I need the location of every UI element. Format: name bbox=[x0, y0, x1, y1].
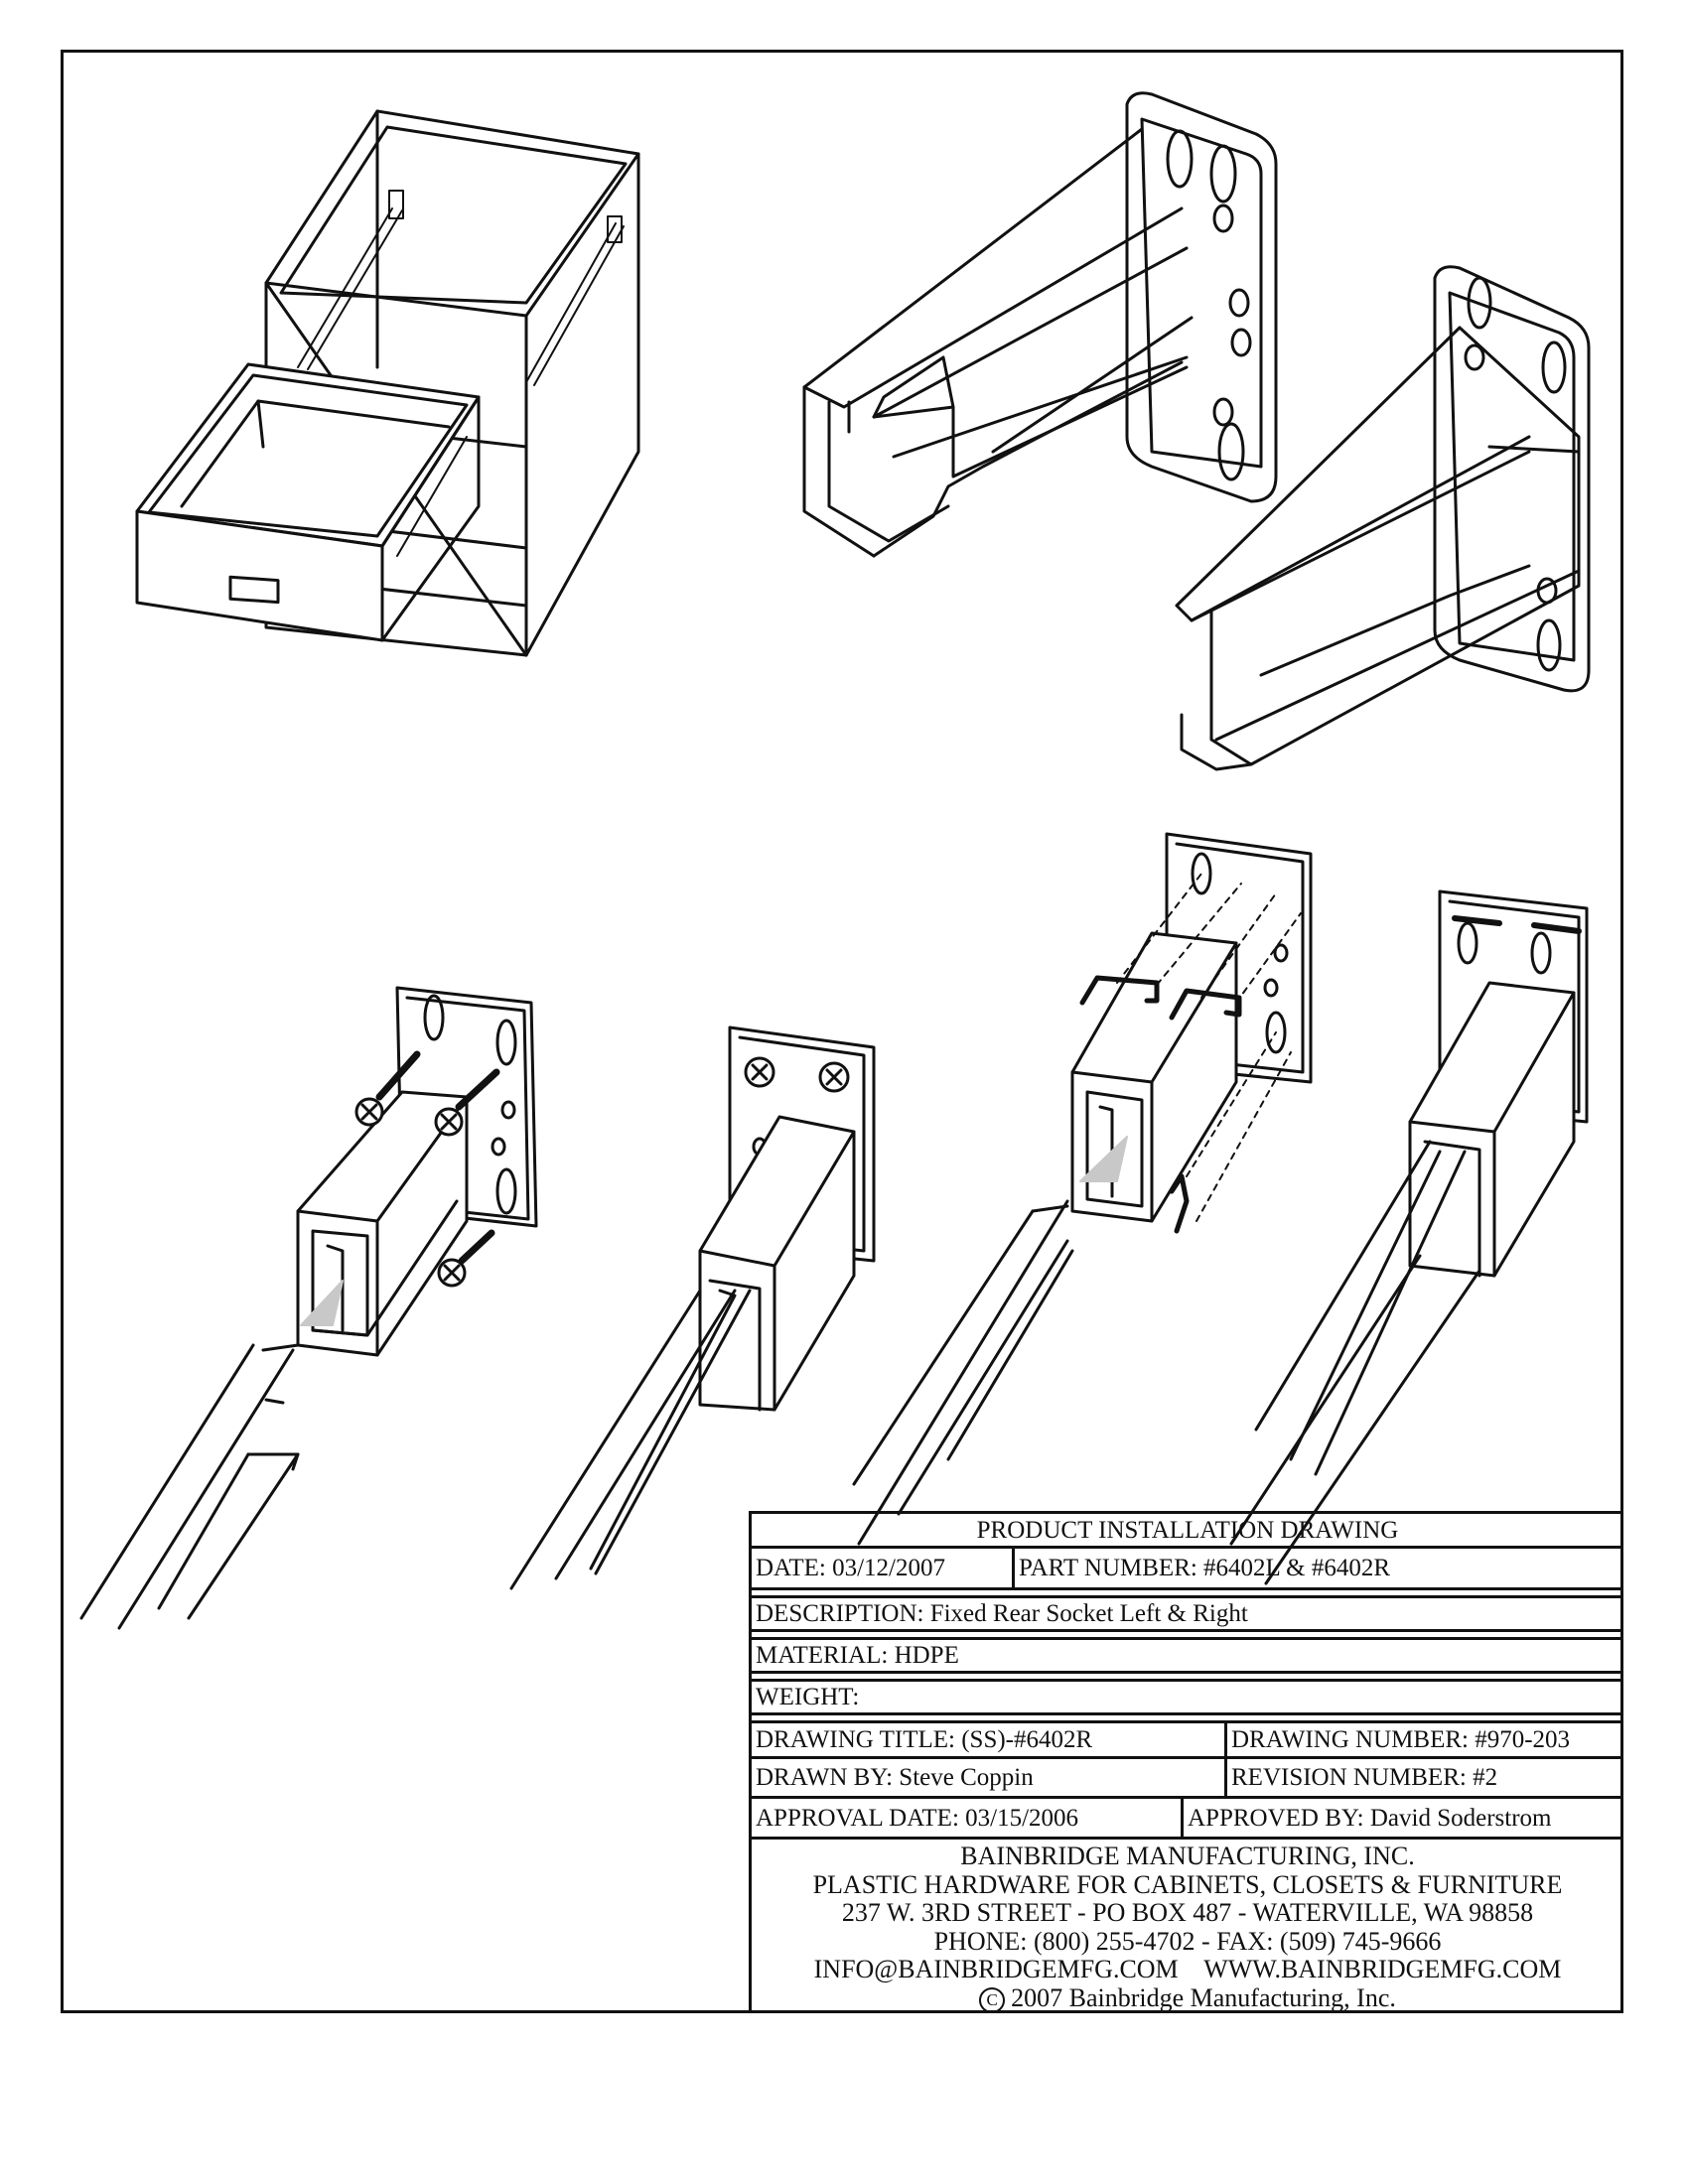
drawing-number-field: DRAWING NUMBER: #970-203 bbox=[1224, 1723, 1623, 1756]
title-block-row-date: DATE: 03/12/2007 PART NUMBER: #6402L & #… bbox=[752, 1549, 1623, 1590]
drawing-border bbox=[61, 50, 1623, 2013]
drawn-by-field: DRAWN BY: Steve Coppin bbox=[756, 1764, 1034, 1791]
company-contact: INFO@BAINBRIDGEMFG.COM WWW.BAINBRIDGEMFG… bbox=[813, 1955, 1562, 1983]
weight-field: WEIGHT: bbox=[756, 1684, 860, 1710]
description-field: DESCRIPTION: Fixed Rear Socket Left & Ri… bbox=[756, 1600, 1248, 1627]
rear-socket-right-isometric bbox=[1175, 265, 1591, 771]
approval-date-field: APPROVAL DATE: 03/15/2006 bbox=[756, 1804, 1079, 1832]
copyright-icon: C bbox=[979, 1986, 1006, 2013]
install-step-clip-insert bbox=[852, 832, 1313, 1546]
title-block-heading-row: PRODUCT INSTALLATION DRAWING bbox=[752, 1514, 1623, 1549]
title-block-row-drawing: DRAWING TITLE: (SS)-#6402R DRAWING NUMBE… bbox=[752, 1723, 1623, 1759]
title-block: PRODUCT INSTALLATION DRAWING DATE: 03/12… bbox=[749, 1511, 1623, 2013]
title-block-row-description: DESCRIPTION: Fixed Rear Socket Left & Ri… bbox=[752, 1598, 1623, 1632]
company-copyright: 2007 Bainbridge Manufacturing, Inc. bbox=[1011, 1982, 1396, 2012]
approved-by-field: APPROVED BY: David Soderstrom bbox=[1181, 1799, 1623, 1837]
company-phone: PHONE: (800) 255-4702 - FAX: (509) 745-9… bbox=[933, 1926, 1442, 1956]
install-step-screws bbox=[79, 986, 538, 1630]
company-info: BAINBRIDGE MANUFACTURING, INC. PLASTIC H… bbox=[752, 1840, 1623, 2013]
drawing-heading: PRODUCT INSTALLATION DRAWING bbox=[976, 1516, 1399, 1544]
company-tagline: PLASTIC HARDWARE FOR CABINETS, CLOSETS &… bbox=[812, 1869, 1563, 1899]
install-step-mounted bbox=[509, 1025, 876, 1590]
company-name: BAINBRIDGE MANUFACTURING, INC. bbox=[960, 1842, 1415, 1870]
rear-socket-left-isometric bbox=[802, 91, 1278, 558]
install-step-final bbox=[1229, 889, 1589, 1585]
company-address: 237 W. 3RD STREET - PO BOX 487 - WATERVI… bbox=[841, 1898, 1534, 1927]
drawing-title-field: DRAWING TITLE: (SS)-#6402R bbox=[756, 1726, 1093, 1753]
title-block-row-weight: WEIGHT: bbox=[752, 1682, 1623, 1715]
date-field: DATE: 03/12/2007 bbox=[756, 1555, 945, 1581]
material-field: MATERIAL: HDPE bbox=[756, 1642, 959, 1669]
title-block-row-approval: APPROVAL DATE: 03/15/2006 APPROVED BY: D… bbox=[752, 1799, 1623, 1840]
cabinet-drawer-illustration bbox=[135, 109, 640, 657]
title-block-row-material: MATERIAL: HDPE bbox=[752, 1640, 1623, 1674]
part-number-field: PART NUMBER: #6402L & #6402R bbox=[1012, 1549, 1623, 1587]
revision-number-field: REVISION NUMBER: #2 bbox=[1224, 1759, 1623, 1796]
title-block-row-drawn: DRAWN BY: Steve Coppin REVISION NUMBER: … bbox=[752, 1759, 1623, 1799]
